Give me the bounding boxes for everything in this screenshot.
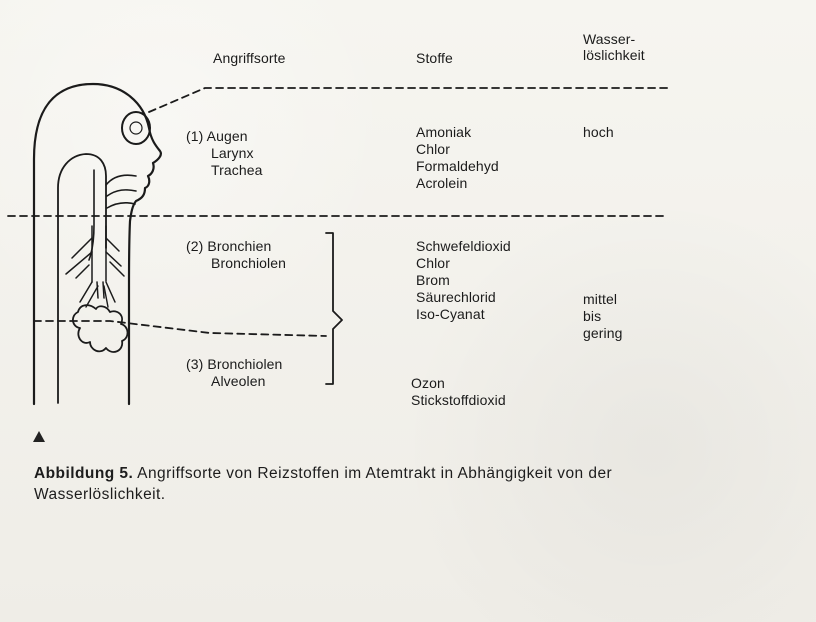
section-3-substances: Ozon Stickstoffdioxid <box>411 375 506 409</box>
site-item: Bronchiolen <box>211 255 286 272</box>
solubility-item: gering <box>583 325 623 342</box>
human-silhouette <box>34 84 161 404</box>
substance-item: Schwefeldioxid <box>416 238 511 255</box>
section-1-solubility: hoch <box>583 124 614 141</box>
alveoli <box>73 305 128 352</box>
section-1-substances: Amoniak Chlor Formaldehyd Acrolein <box>416 124 499 192</box>
dashed-line-top <box>149 88 668 112</box>
section-1-sites: (1) Augen Larynx Trachea <box>186 128 263 179</box>
section-2-sites: (2) Bronchien Bronchiolen <box>186 238 286 272</box>
substance-item: Iso-Cyanat <box>416 306 511 323</box>
substance-item: Acrolein <box>416 175 499 192</box>
column-header-solubility-line-1: Wasser- <box>583 31 635 47</box>
site-item: (3) Bronchiolen <box>186 356 282 373</box>
column-header-site: Angriffsorte <box>213 50 286 66</box>
bronchi-left <box>66 238 92 278</box>
substance-item: Säurechlorid <box>416 289 511 306</box>
substance-item: Formaldehyd <box>416 158 499 175</box>
triangle-marker-icon <box>33 431 45 442</box>
section-2-solubility: mittel bis gering <box>583 291 623 342</box>
substance-item: Chlor <box>416 141 499 158</box>
substance-item: Ozon <box>411 375 506 392</box>
substance-item: Stickstoffdioxid <box>411 392 506 409</box>
eye-icon <box>122 112 150 144</box>
column-header-substances: Stoffe <box>416 50 453 66</box>
solubility-item: bis <box>583 308 623 325</box>
section-3-sites: (3) Bronchiolen Alveolen <box>186 356 282 390</box>
section-bracket <box>326 233 342 384</box>
column-header-solubility-line-2: löslichkeit <box>583 47 645 63</box>
section-2-substances: Schwefeldioxid Chlor Brom Säurechlorid I… <box>416 238 511 323</box>
substance-item: Brom <box>416 272 511 289</box>
substance-item: Chlor <box>416 255 511 272</box>
caption-label: Abbildung 5. <box>34 465 133 482</box>
site-item: Trachea <box>211 162 263 179</box>
site-item: (2) Bronchien <box>186 238 286 255</box>
figure-caption: Abbildung 5. Angriffsorte von Reizstoffe… <box>34 463 694 505</box>
solubility-item: mittel <box>583 291 623 308</box>
bronchi-right <box>106 238 124 276</box>
site-item: Alveolen <box>211 373 282 390</box>
site-item: (1) Augen <box>186 128 263 145</box>
site-item: Larynx <box>211 145 263 162</box>
substance-item: Amoniak <box>416 124 499 141</box>
